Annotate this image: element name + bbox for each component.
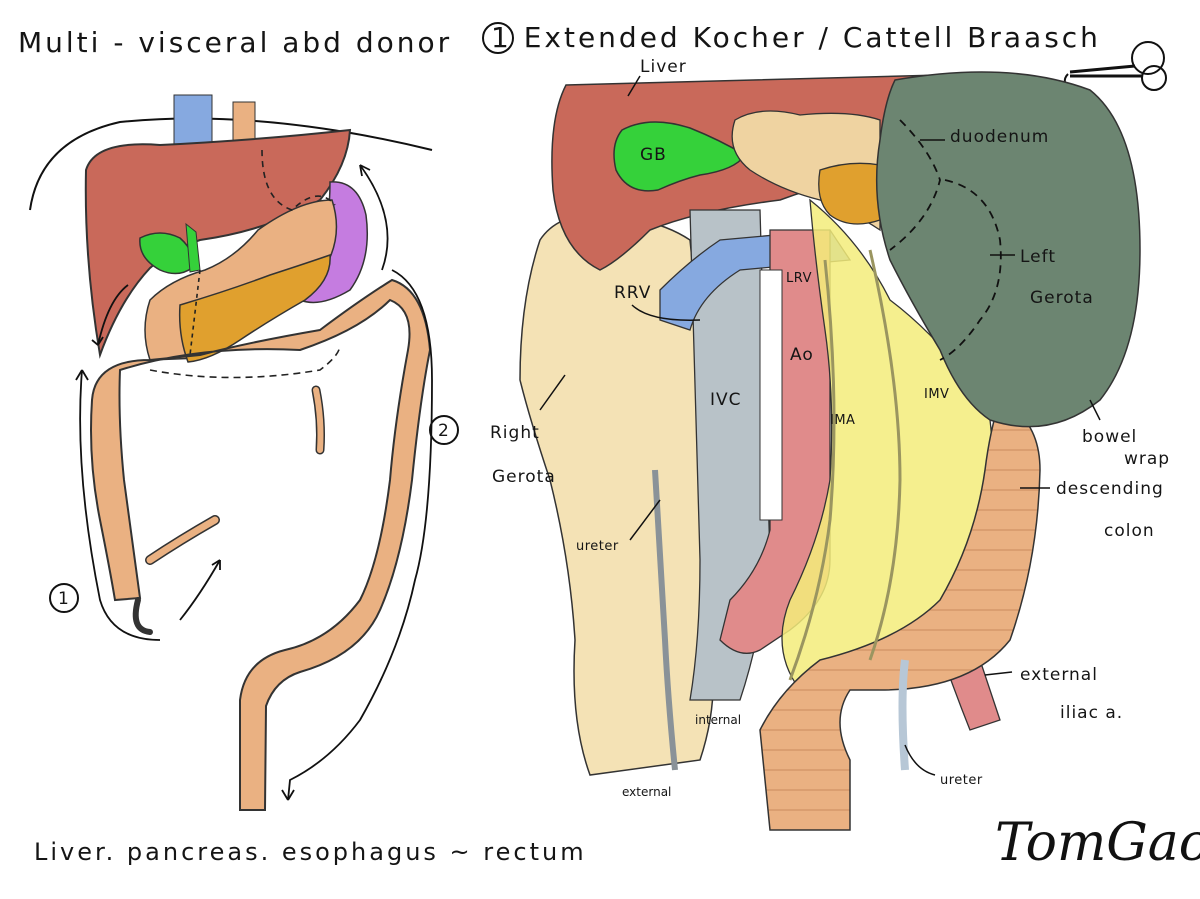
bile-duct-dashed bbox=[189, 269, 201, 356]
arrow-mesentery bbox=[179, 559, 221, 621]
descending-colon bbox=[759, 398, 1041, 831]
label-ureter-right: ureter bbox=[576, 539, 619, 554]
left-title: Multi - visceral abd donor bbox=[18, 26, 452, 59]
arrow-right-colon bbox=[79, 369, 161, 641]
label-descending-colon-2: colon bbox=[1104, 521, 1155, 541]
label-left-gerota-2: Gerota bbox=[1030, 288, 1094, 308]
label-bowel-wrap-2: wrap bbox=[1124, 449, 1170, 469]
label-right-gerota-1: Right bbox=[490, 423, 540, 443]
gallbladder-right bbox=[613, 121, 747, 192]
stomach-dashed-outline bbox=[261, 149, 336, 211]
ima-vessel bbox=[788, 259, 836, 681]
right-panel: 1 Extended Kocher / Cattell Braasch bbox=[482, 21, 1200, 873]
label-ureter-left: ureter bbox=[940, 773, 983, 788]
label-ivc: IVC bbox=[710, 390, 742, 410]
right-ureter bbox=[652, 469, 678, 771]
pancreas bbox=[178, 253, 331, 363]
pancreas-head bbox=[818, 162, 881, 225]
step-2-circle bbox=[429, 415, 459, 445]
step-1-circle bbox=[49, 583, 79, 613]
label-gb: GB bbox=[640, 145, 667, 165]
appendix bbox=[132, 597, 153, 635]
label-imv: IMV bbox=[924, 387, 949, 402]
arrow-liver bbox=[97, 284, 129, 346]
label-bowel-wrap-1: bowel bbox=[1082, 427, 1137, 447]
label-liver: Liver bbox=[640, 57, 687, 77]
label-left-gerota-1: Left bbox=[1020, 247, 1056, 267]
left-caption: Liver. pancreas. esophagus ~ rectum bbox=[34, 838, 587, 866]
arrow-spleen bbox=[359, 164, 389, 271]
transverse-dashed bbox=[149, 344, 341, 379]
label-duodenum: duodenum bbox=[950, 127, 1049, 147]
step-2-number: 2 bbox=[438, 421, 450, 441]
colon bbox=[90, 278, 432, 811]
label-external-iliac-2: iliac a. bbox=[1060, 703, 1123, 723]
label-ao: Ao bbox=[790, 345, 814, 365]
title-step-circle bbox=[482, 22, 514, 54]
label-descending-colon-1: descending bbox=[1056, 479, 1164, 499]
imv-vessel bbox=[868, 249, 902, 661]
artist-signature: TomGao bbox=[995, 813, 1200, 873]
step-1-number: 1 bbox=[58, 589, 70, 609]
label-external-iliac-1: external bbox=[1020, 665, 1098, 685]
label-right-gerota-2: Gerota bbox=[492, 467, 556, 487]
left-gerota-dashed-line bbox=[939, 179, 1002, 361]
ao-gap bbox=[759, 269, 783, 521]
label-internal: internal bbox=[695, 713, 741, 727]
left-panel: Multi - visceral abd donor bbox=[18, 26, 587, 866]
duodenum-dashed-line bbox=[889, 119, 941, 251]
label-external: external bbox=[622, 785, 671, 799]
left-ureter bbox=[898, 659, 909, 771]
label-lrv: LRV bbox=[786, 271, 812, 286]
right-title: 1 Extended Kocher / Cattell Braasch bbox=[491, 21, 1101, 54]
label-rrv: RRV bbox=[614, 283, 651, 303]
arrow-left-colon bbox=[287, 269, 433, 801]
bowel-wrap bbox=[875, 71, 1141, 428]
label-ima: IMA bbox=[830, 413, 855, 428]
